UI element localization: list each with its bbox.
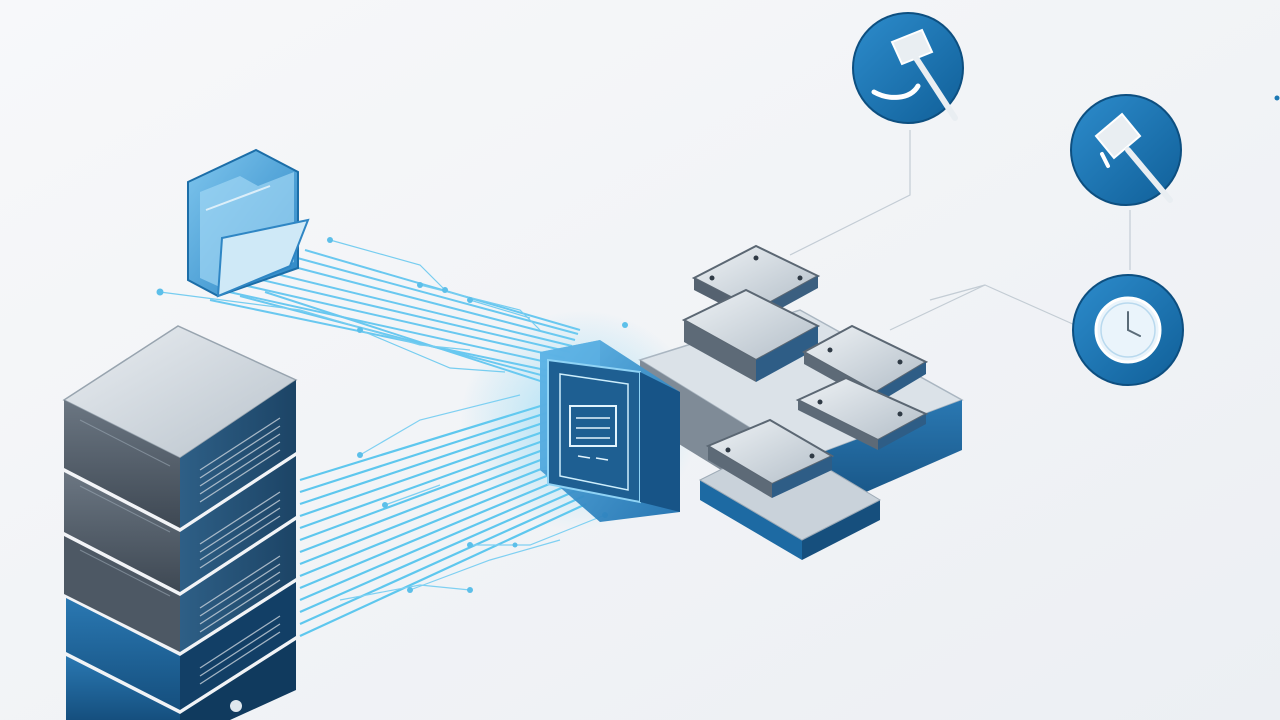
power-led <box>230 700 242 712</box>
clock-icon <box>1072 274 1184 386</box>
gavel-icon-2 <box>1070 94 1182 206</box>
folder-icon <box>187 148 310 298</box>
module-platform-icon <box>638 244 964 560</box>
accent-dot <box>1274 95 1280 101</box>
processor-chip-icon <box>540 340 680 522</box>
server-rack-icon <box>62 325 298 720</box>
gavel-icon <box>852 12 964 124</box>
icon-connector-lines <box>789 130 1131 331</box>
